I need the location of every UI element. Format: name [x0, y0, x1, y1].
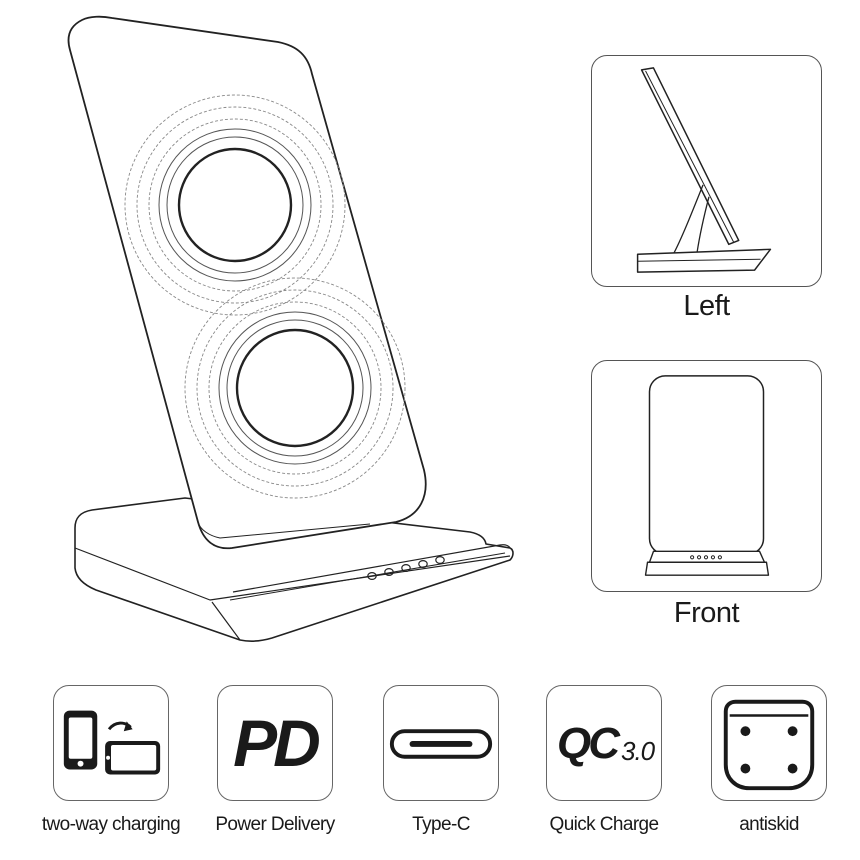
feature-label-power-delivery: Power Delivery [215, 814, 335, 835]
left-view-label: Left [683, 290, 730, 322]
feature-label-quick-charge: Quick Charge [549, 814, 660, 835]
front-view-label: Front [673, 597, 740, 629]
antiskid-pad-icon [723, 699, 815, 791]
feature-antiskid [711, 685, 827, 801]
indicator-lights [367, 555, 445, 580]
left-view-box [591, 55, 822, 287]
feature-type-c [383, 685, 499, 801]
qc-logo: QC [557, 719, 620, 768]
qc-logo-version: 3.0 [621, 736, 655, 766]
feature-quick-charge: QC 3.0 [546, 685, 662, 801]
charger-stand-illustration [67, 15, 514, 642]
usb-type-c-port-icon [389, 729, 493, 759]
feature-label-type-c: Type-C [412, 814, 470, 835]
feature-label-two-way-charging: two-way charging [41, 814, 181, 835]
front-view-box [591, 360, 822, 592]
feature-power-delivery: PD [217, 685, 333, 801]
two-way-charging-icon [63, 710, 161, 775]
front-indicator-lights [690, 555, 722, 560]
feature-two-way-charging [53, 685, 169, 801]
feature-label-antiskid: antiskid [739, 814, 799, 835]
pd-logo: PD [233, 706, 321, 780]
